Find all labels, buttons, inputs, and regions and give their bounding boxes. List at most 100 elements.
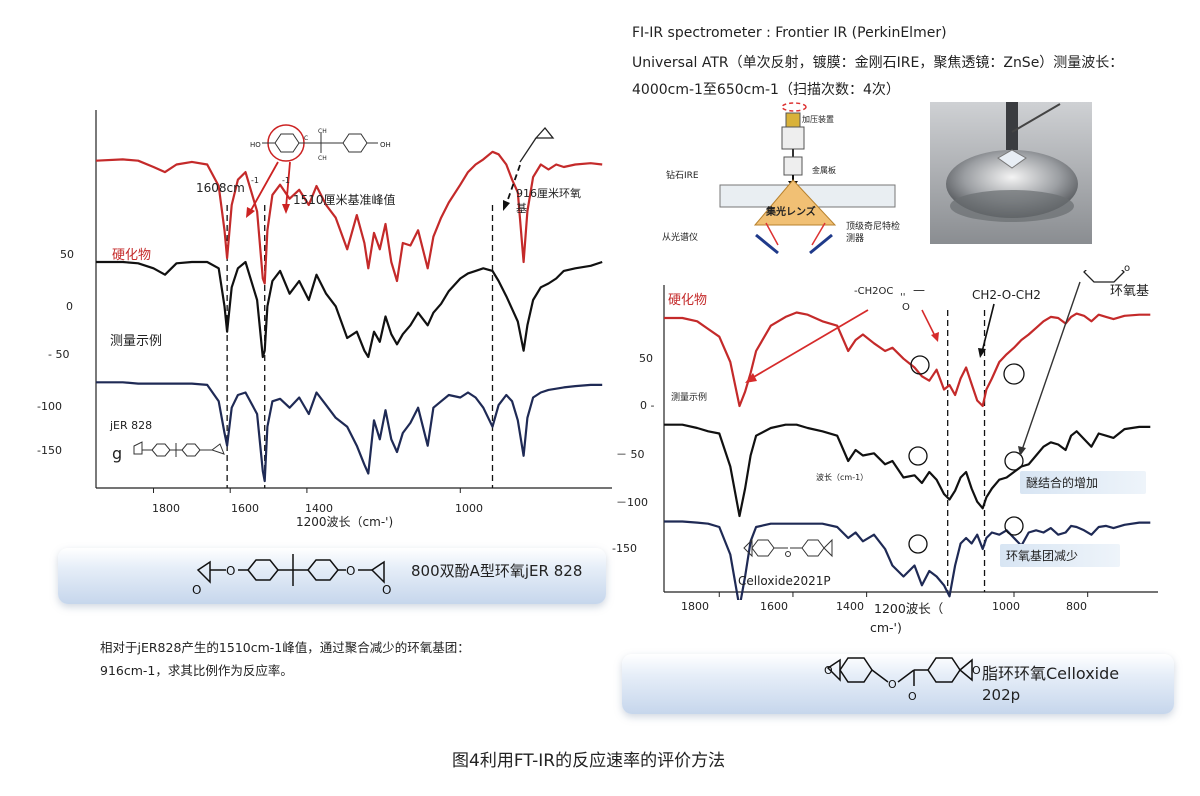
- struct-ho: HO: [250, 141, 261, 149]
- right-series-group: [664, 311, 1151, 600]
- right-banner-title-1: 脂环环氧Celloxide: [982, 664, 1120, 683]
- right-ytick-0: 0 -: [640, 399, 655, 412]
- svg-text:O: O: [226, 564, 235, 578]
- right-xlabel-1: 1200波长（: [874, 601, 944, 616]
- peak-916-label-a: 916厘米环氧: [516, 187, 581, 200]
- badge-epoxy-decrease: 环氧基团减少: [1000, 544, 1120, 567]
- left-label-sample: 测量示例: [110, 334, 163, 349]
- struct-ch3-bottom: CH: [318, 155, 327, 162]
- pressure-device-label: 加压装置: [802, 114, 834, 124]
- left-series-group: [95, 150, 603, 483]
- right-xtick-1600: 1600: [760, 600, 788, 613]
- svg-text:O: O: [908, 690, 917, 703]
- right-label-sample: 测量示例: [671, 393, 708, 403]
- right-x-ticks: [718, 592, 1089, 597]
- right-label-cured: 硬化物: [668, 293, 708, 308]
- series-line-2: [664, 423, 1151, 518]
- arrow-1510: [285, 161, 291, 209]
- rotate-arrow: [781, 102, 807, 112]
- pressure-block: [785, 112, 801, 128]
- right-ytick-m50: － 50: [616, 448, 645, 461]
- arrow-epoxy: [1021, 281, 1081, 451]
- right-ytick-50: 50: [639, 352, 653, 365]
- mirror-right: [809, 233, 833, 255]
- left-ytick-m150: -150: [37, 444, 62, 457]
- left-note-line2: 916cm-1，求其比例作为反应率。: [100, 663, 293, 678]
- series-line-2: [96, 260, 603, 359]
- celloxide-structure: O O O O: [824, 657, 981, 703]
- spec-title: FI-IR spectrometer : Frontier IR (Perkin…: [632, 25, 947, 41]
- annot-o: O: [902, 302, 910, 313]
- right-xtick-800: 800: [1066, 600, 1087, 613]
- left-xtick-1600: 1600: [231, 502, 259, 515]
- right-xtick-1000: 1000: [992, 600, 1020, 613]
- atr-photo: [930, 102, 1092, 244]
- left-label-g: g: [112, 444, 123, 463]
- svg-text:O: O: [346, 564, 355, 578]
- circle-mark-3: [908, 446, 928, 466]
- annot-o2: o: [1124, 263, 1131, 274]
- bisphenol-structure: HO OH CH CH C: [250, 124, 391, 162]
- from-spectrometer-label: 从光谱仪: [662, 231, 698, 243]
- circle-mark-6: [1004, 516, 1024, 536]
- series-line-3: [664, 520, 1151, 600]
- peak-1608-sup: -1: [251, 176, 259, 185]
- svg-text:O: O: [972, 664, 981, 677]
- circle-mark-4: [1004, 451, 1024, 471]
- left-banner-title: 800双酚A型环氧jER 828: [411, 562, 583, 580]
- annot-dash: —: [913, 283, 925, 297]
- struct-c: C: [304, 135, 308, 142]
- spec-detail-2: 4000cm-1至650cm-1（扫描次数：4次）: [632, 82, 900, 98]
- struct-oh: OH: [380, 141, 391, 149]
- left-ytick-m100: -100: [37, 400, 62, 413]
- right-label-ref: Celloxide2021P: [738, 574, 831, 588]
- right-small-wave: 波长（cm-1）: [816, 473, 869, 482]
- svg-text:O: O: [888, 678, 897, 691]
- lens-prism: [753, 179, 837, 226]
- atr-diagram: 加压装置 金属板 钻石IRE 集光レンズ 从光谱仪 顶级奇尼特检 测器: [662, 102, 900, 255]
- circle-mark-2: [1003, 363, 1025, 385]
- peak-1510-sup: -1: [282, 176, 290, 185]
- epoxy-ring-icon: [519, 126, 555, 163]
- mirror-left: [755, 233, 779, 255]
- arrow-1608: [249, 161, 279, 213]
- celloxide-structure-small: [743, 538, 833, 558]
- svg-text:O: O: [192, 583, 201, 597]
- arrow-ester: [751, 309, 869, 379]
- pressure-body: [781, 126, 805, 150]
- figure-caption: 图4利用FT-IR的反应速率的评价方法: [452, 751, 726, 771]
- right-compound-banner: [622, 654, 1174, 714]
- left-note-line1: 相对于jER828产生的1510cm-1峰值，通过聚合减少的环氧基团：: [100, 640, 470, 655]
- peak-1510-label: 1510厘米基准峰值: [293, 193, 396, 207]
- metal-plate-label: 金属板: [812, 165, 836, 175]
- arrow-carbonyl: [921, 309, 936, 337]
- left-ftir-chart: HO OH CH CH C: [95, 110, 612, 493]
- annot-ch2och2: CH2-O-CH2: [972, 288, 1041, 302]
- metal-plate-block: [783, 156, 803, 176]
- diamond-ire-label: 钻石IRE: [666, 169, 699, 181]
- left-label-ref: jER 828: [110, 419, 153, 432]
- series-line-3: [96, 381, 603, 483]
- jer828-structure: O O O O: [192, 554, 391, 597]
- annot-epoxy: 环氧基: [1110, 284, 1150, 299]
- struct-ch3-top: CH: [318, 128, 327, 135]
- right-ftir-chart: [663, 270, 1158, 600]
- series-line-1: [95, 150, 603, 285]
- svg-text:O: O: [824, 664, 833, 677]
- left-xtick-1000: 1000: [455, 502, 483, 515]
- peak-1608-label: 1608cm: [196, 181, 245, 195]
- jer828-structure-small: [133, 441, 225, 457]
- right-ytick-m150: -150: [612, 542, 637, 555]
- left-ytick-50: 50: [60, 248, 74, 261]
- annot-ch2oc: -CH2OC: [854, 286, 894, 297]
- left-compound-banner: [58, 548, 606, 604]
- left-ytick-0: 0: [66, 300, 73, 313]
- right-xtick-1400: 1400: [836, 600, 864, 613]
- left-xtick-1800: 1800: [152, 502, 180, 515]
- arrow-ether: [981, 303, 995, 353]
- peak-916-label-b: 基: [516, 202, 527, 215]
- arrow-916: [505, 164, 521, 206]
- left-x-ticks: [153, 488, 461, 493]
- circle-mark-1: [910, 355, 930, 375]
- right-xlabel-2: cm-'): [870, 620, 902, 635]
